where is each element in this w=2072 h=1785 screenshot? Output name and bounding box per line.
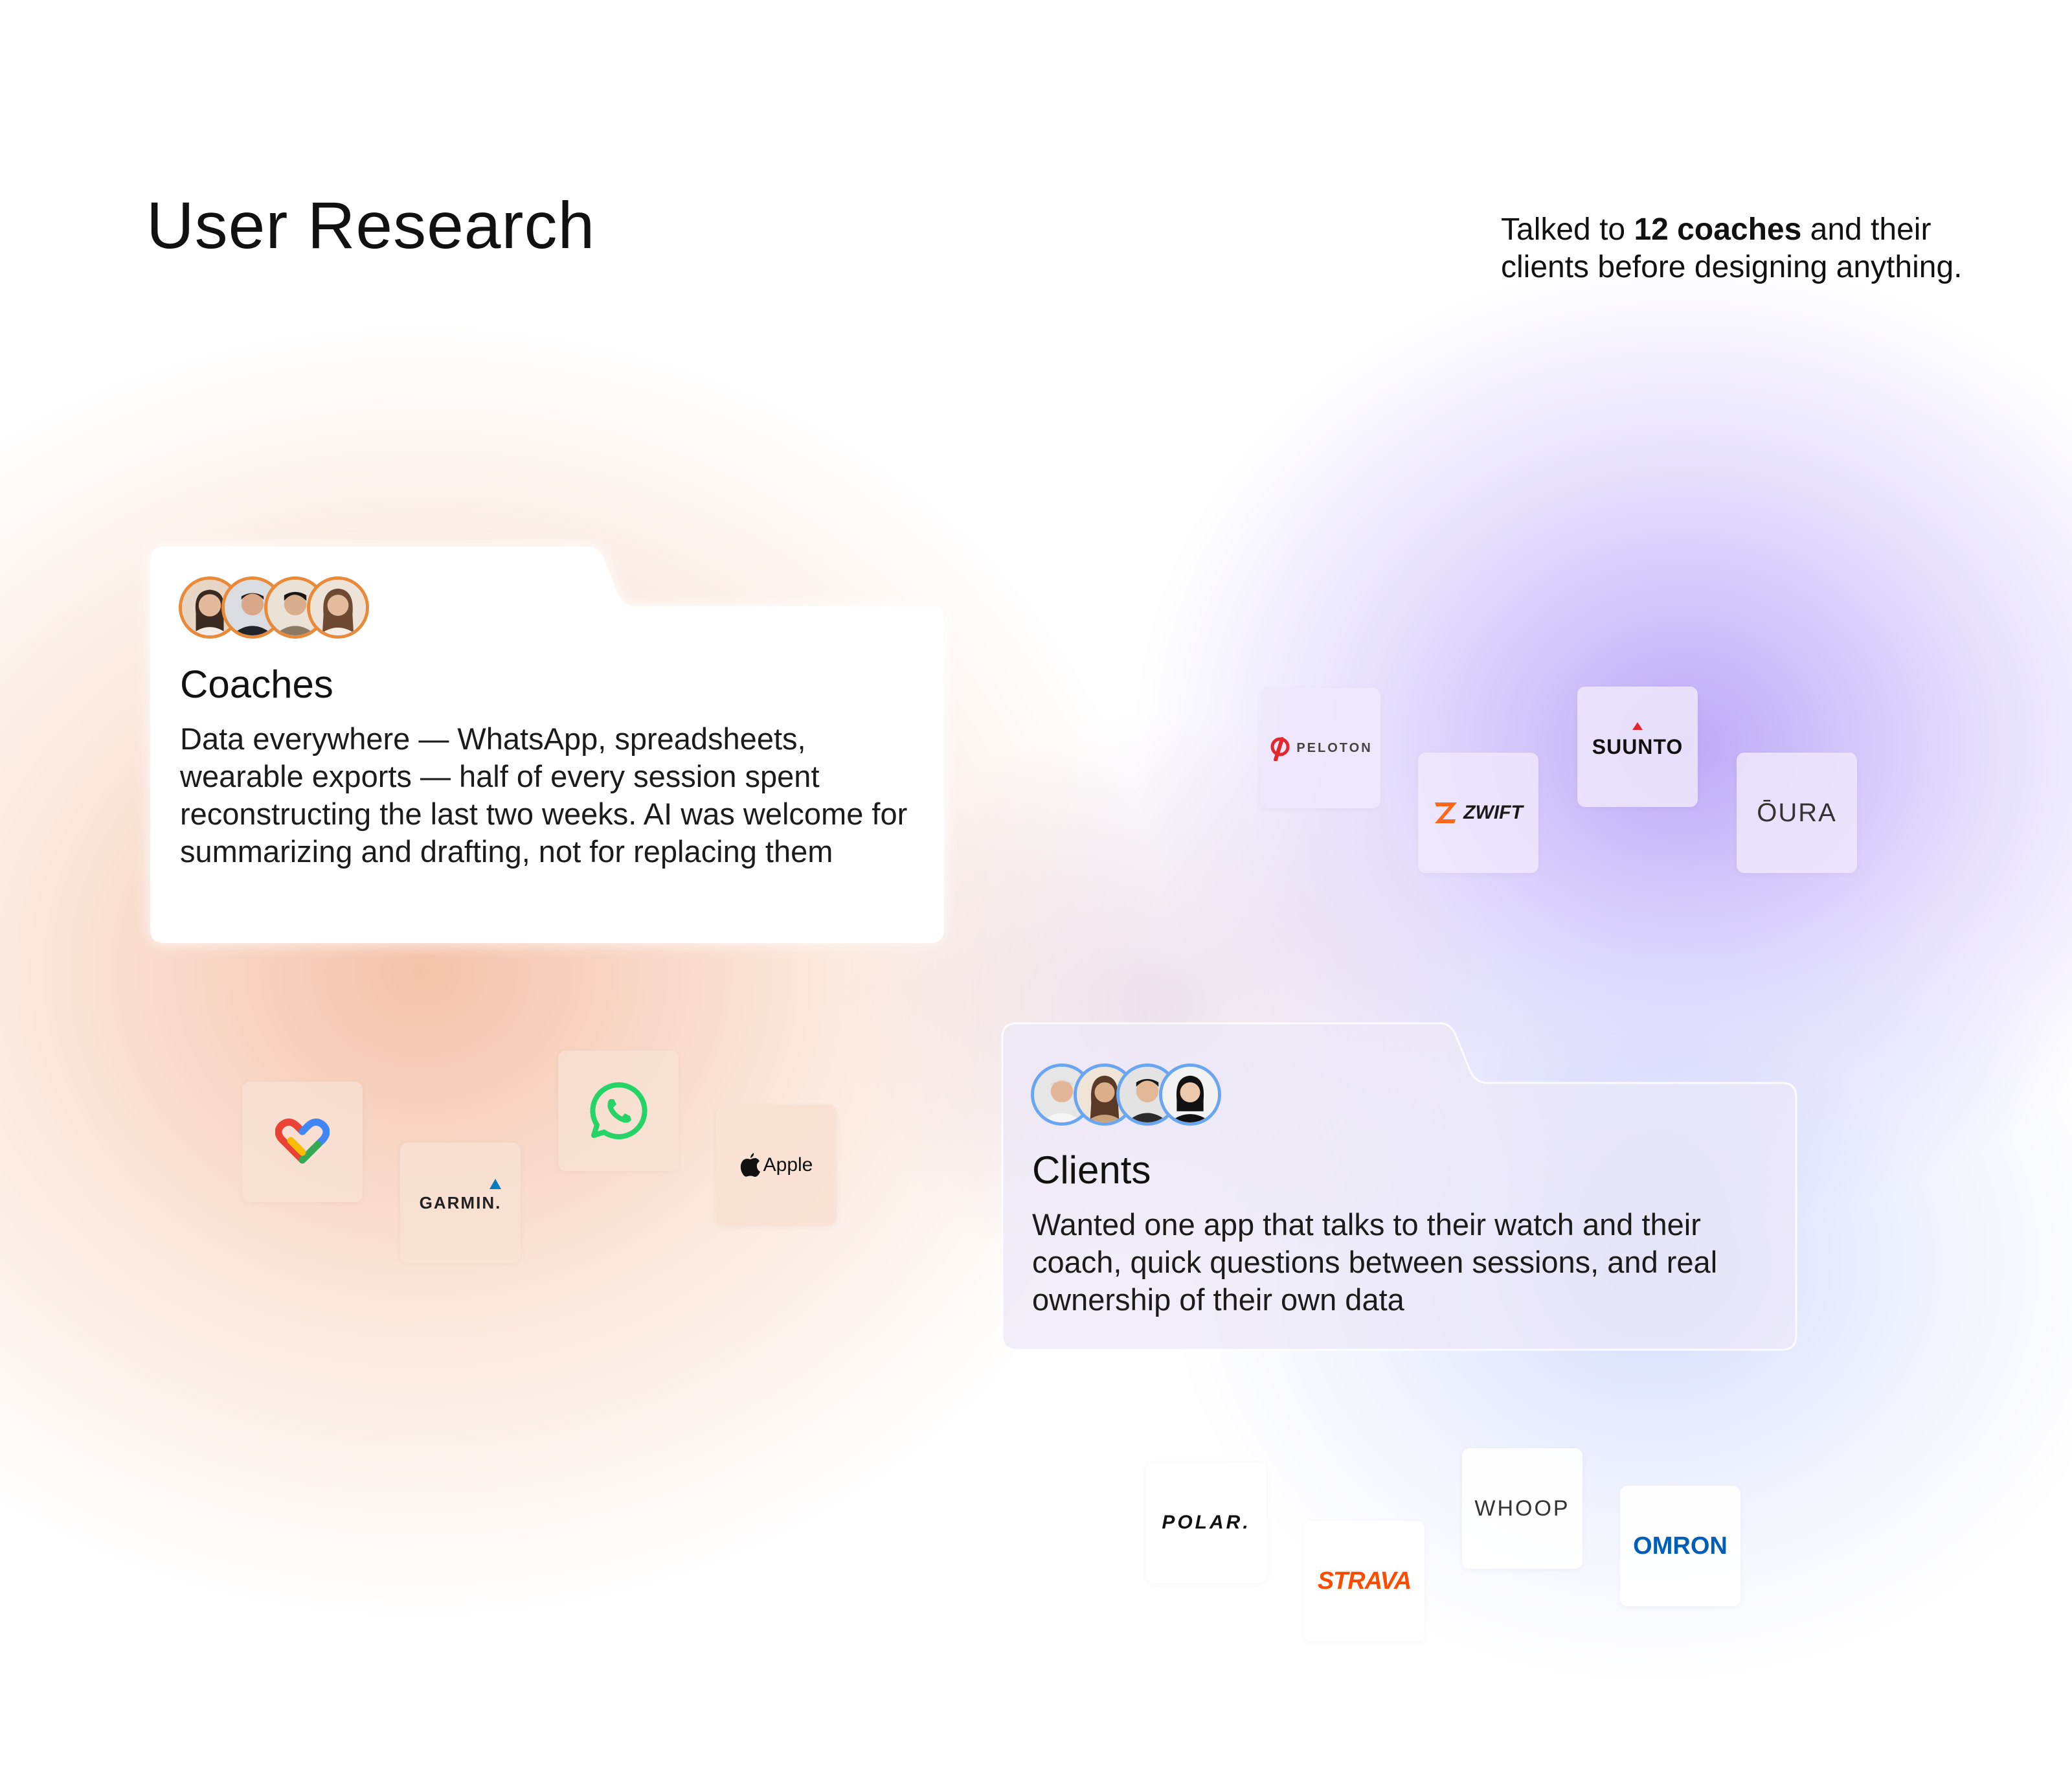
coaches-avatars bbox=[179, 576, 369, 639]
tile-whatsapp bbox=[558, 1051, 679, 1171]
coaches-folder-shape bbox=[150, 547, 944, 943]
intro-text: Talked to 12 coaches and their clients b… bbox=[1501, 211, 1993, 286]
zwift-icon bbox=[1435, 802, 1458, 823]
coaches-description: Data everywhere — WhatsApp, spreadsheets… bbox=[180, 722, 908, 869]
tile-garmin: GARMIN. bbox=[400, 1143, 521, 1263]
suunto-logo: SUUNTO bbox=[1592, 734, 1684, 758]
coaches-card: Coaches Data everywhere — WhatsApp, spre… bbox=[150, 547, 944, 943]
apple-logo: Apple bbox=[763, 1154, 813, 1176]
google-fit-heart-icon bbox=[275, 1119, 330, 1164]
tile-polar: POLAR. bbox=[1146, 1462, 1267, 1583]
garmin-triangle-icon bbox=[490, 1178, 501, 1189]
page-title: User Research bbox=[146, 188, 596, 262]
intro-suffix: and their clients before designing anyth… bbox=[1501, 212, 1963, 284]
peloton-icon bbox=[1270, 737, 1290, 761]
peloton-logo: PELOTON bbox=[1296, 740, 1373, 755]
avatar bbox=[307, 576, 369, 639]
intro-prefix: Talked to bbox=[1501, 212, 1634, 247]
tile-omron: OMRON bbox=[1620, 1486, 1740, 1606]
whatsapp-icon bbox=[590, 1082, 648, 1139]
tile-peloton: PELOTON bbox=[1260, 688, 1380, 808]
tile-apple: Apple bbox=[716, 1105, 837, 1225]
tile-zwift: ZWIFT bbox=[1418, 753, 1538, 873]
avatar bbox=[1159, 1063, 1221, 1126]
clients-description: Wanted one app that talks to their watch… bbox=[1032, 1207, 1718, 1317]
tile-oura: ŌURA bbox=[1737, 753, 1857, 873]
clients-title: Clients bbox=[1032, 1148, 1151, 1192]
tile-google-fit bbox=[242, 1082, 363, 1202]
omron-logo: OMRON bbox=[1633, 1532, 1728, 1560]
coaches-title: Coaches bbox=[180, 663, 333, 706]
garmin-logo: GARMIN. bbox=[419, 1192, 502, 1212]
oura-logo: ŌURA bbox=[1757, 798, 1837, 827]
tile-strava: STRAVA bbox=[1304, 1521, 1424, 1641]
intro-highlight: 12 coaches bbox=[1634, 212, 1802, 247]
tile-whoop: WHOOP bbox=[1462, 1448, 1582, 1569]
whoop-logo: WHOOP bbox=[1474, 1495, 1570, 1521]
zwift-logo: ZWIFT bbox=[1463, 802, 1523, 823]
strava-logo: STRAVA bbox=[1317, 1567, 1412, 1595]
clients-card: Clients Wanted one app that talks to the… bbox=[1001, 1022, 1797, 1351]
apple-icon bbox=[740, 1153, 760, 1177]
tile-suunto: SUUNTO bbox=[1577, 687, 1698, 807]
clients-avatars bbox=[1031, 1063, 1221, 1126]
polar-logo: POLAR. bbox=[1162, 1512, 1251, 1533]
suunto-triangle-icon bbox=[1632, 722, 1643, 730]
